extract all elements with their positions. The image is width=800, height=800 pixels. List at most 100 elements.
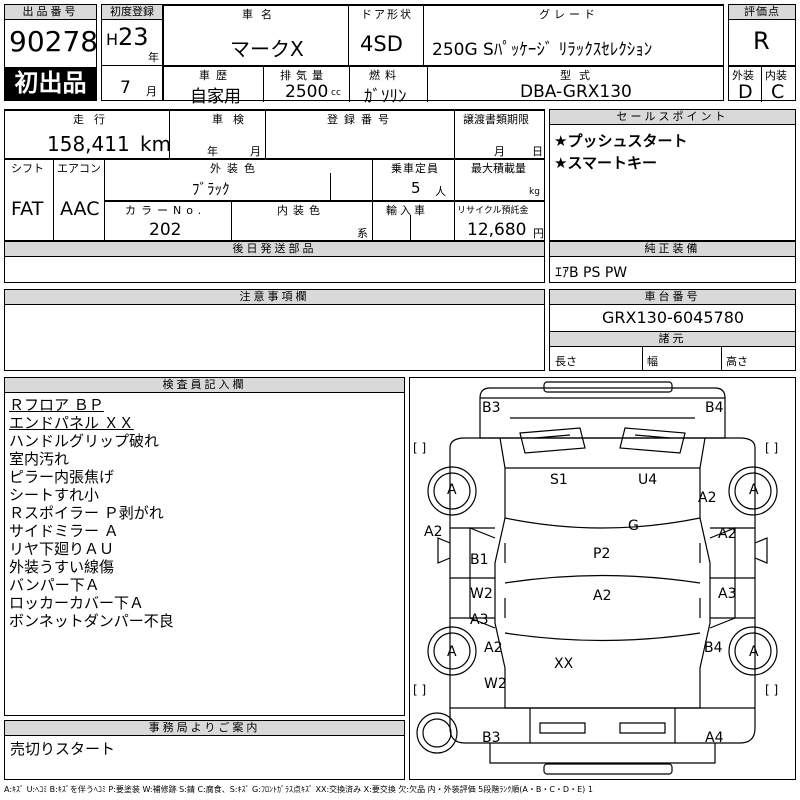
model-label: 型式 [560,69,598,82]
damage-a-front-left-tyre: A [447,482,457,498]
equipment-value: ｴｱB PS PW [555,265,628,281]
reg-year: 23 [118,23,149,51]
load-label: 最大積載量 [471,162,526,175]
length-label: 長さ [555,355,577,368]
car-name-label: 車名 [242,8,280,21]
model: DBA-GRX130 [520,82,632,102]
mileage-label: 走行 [73,113,115,126]
import-label: 輸入車 [386,204,428,217]
inspector-notes-box: 検査員記入欄 Ｒフロア ＢＰ エンドパネル ＸＸ ハンドルグリップ破れ 室内汚れ… [4,377,405,716]
vehicle-detail-box: 走行 車検 登録番号 譲渡書類期限 158,411 km 年 月 月 日 シフト… [4,109,545,241]
era: H [106,30,119,49]
capacity-label: 乗車定員 [391,162,439,175]
transfer-label: 譲渡書類期限 [463,113,529,126]
lot-box: 出品番号 90278 初出品 [4,4,98,101]
equipment-box: 純正装備 ｴｱB PS PW [549,241,796,283]
office-label: 事務局よりご案内 [5,721,404,736]
damage-a2-right-2: A2 [718,526,737,542]
equipment-label: 純正装備 [550,242,795,257]
bracket-right-1: [ ] [765,441,779,455]
fuel: ｶﾞｿﾘﾝ [364,87,407,107]
color-no: 202 [149,220,182,240]
damage-a3-right: A3 [718,586,737,602]
recycle-label: リサイクル預託金 [457,206,529,216]
office-text: 売切りスタート [10,740,116,758]
note-line: ボンネットダンパー不良 [9,612,174,630]
lot-label: 出品番号 [5,5,96,20]
car-diagram-box: B3 B4 S1 U4 A A2 A G A2 A2 B1 P2 W2 A2 A… [409,377,796,780]
notes-label: 注意事項欄 [5,290,544,305]
sales-point-2: ★スマートキー [554,154,657,172]
first-reg-box: 初度登録 H 23 年 7 月 [101,4,163,101]
grade-label: グレード [539,8,599,21]
inspector-notes-list: Ｒフロア ＢＰ エンドパネル ＸＸ ハンドルグリップ破れ 室内汚れ ピラー内張焦… [9,396,174,630]
history-label: 車歴 [199,69,233,82]
car-info-box: 車名 ドア形状 グレード マークX 4SD 250G Sﾊﾟｯｹｰｼﾞ ﾘﾗｯｸ… [163,4,724,107]
recycle-unit: 円 [533,227,544,240]
note-line: シートすれ小 [9,486,100,504]
insp-year-unit: 年 [207,145,218,158]
load-unit: kg [529,187,540,197]
mileage: 158,411 [47,132,130,156]
inspector-notes-label: 検査員記入欄 [5,378,404,393]
bracket-left-1: [ ] [413,441,427,455]
note-line: Ｒフロア ＢＰ [9,396,104,414]
later-parts-label: 後日発送部品 [5,242,544,257]
interior-color-unit: 系 [357,227,368,240]
damage-w2-left-2: W2 [484,676,507,692]
inspection-label: 車検 [212,113,254,126]
note-line: 室内汚れ [9,450,70,468]
damage-g: G [628,518,639,534]
fuel-label: 燃料 [369,69,401,82]
insp-month-unit: 月 [250,145,261,158]
note-line: サイドミラー Ａ [9,522,119,540]
damage-w2-left: W2 [470,586,493,602]
damage-a-front-right-tyre: A [749,482,759,498]
score-box: 評価点 R 外装 内装 D C [728,4,796,103]
bracket-left-2: [ ] [413,683,427,697]
note-line: ハンドルグリップ破れ [9,432,160,450]
later-parts-box: 後日発送部品 [4,241,545,283]
bracket-right-2: [ ] [765,683,779,697]
first-listing-text: 初出品 [14,69,87,97]
height-label: 高さ [726,355,748,368]
door-label: ドア形状 [361,8,413,21]
damage-s1: S1 [550,472,568,488]
interior-grade: C [771,81,785,103]
damage-xx: XX [554,656,574,672]
transfer-day-unit: 日 [532,145,543,158]
chassis-number: GRX130-6045780 [602,308,745,327]
note-line: バンパー下Ａ [9,576,100,594]
legend: A:ｷｽﾞ U:ﾍｺﾐ B:ｷｽﾞを伴うﾍｺﾐ P:要塗装 W:補修跡 S:錆 … [4,785,593,794]
exterior-grade: D [738,81,753,103]
score: R [753,27,770,55]
note-line: 外装うすい線傷 [9,558,115,576]
width-label: 幅 [647,355,658,368]
score-label: 評価点 [729,5,795,20]
office-box: 事務局よりご案内 売切りスタート [4,720,405,780]
damage-b4-right: B4 [704,640,723,656]
color-label: 外装色 [210,162,261,175]
capacity: 5 [411,179,421,197]
ac-label: エアコン [57,162,101,175]
damage-a-rear-right-tyre: A [749,644,759,660]
displacement-unit: cc [331,88,341,98]
sales-point-1: ★プッシュスタート [554,132,688,150]
damage-a3-left: A3 [470,612,489,628]
shift: FAT [11,198,44,220]
damage-a2-left-2: A2 [484,640,503,656]
interior-label: 内装 [765,69,787,82]
damage-a4-bottom: A4 [705,730,724,746]
damage-b3-bottom: B3 [482,730,501,746]
car-diagram [416,381,778,775]
reg-month: 7 [120,78,131,98]
history: 自家用 [190,87,241,107]
damage-a-rear-left-tyre: A [447,644,457,660]
damage-a2-center: A2 [593,588,612,604]
capacity-unit: 人 [435,185,446,198]
grade: 250G Sﾊﾟｯｹｰｼﾞ ﾘﾗｯｸｽｾﾚｸｼｮﾝ [432,40,653,60]
damage-b1: B1 [470,552,489,568]
damage-p2: P2 [593,546,611,562]
recycle-fee: 12,680 [467,220,527,240]
notes-box: 注意事項欄 [4,289,545,371]
